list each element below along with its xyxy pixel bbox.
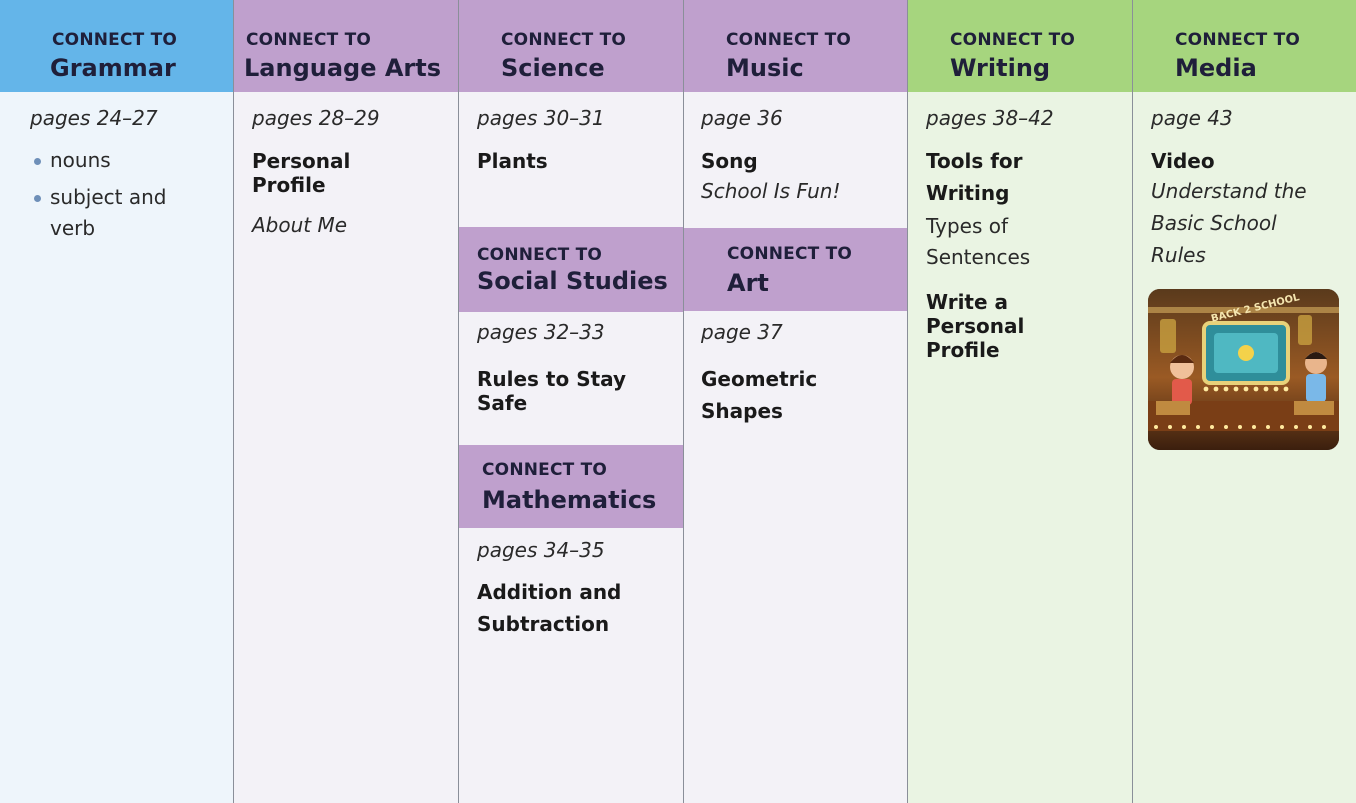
subject-title: Social Studies — [477, 267, 668, 295]
header-kicker: CONNECT TO — [482, 460, 608, 480]
subject-title: Mathematics — [482, 486, 657, 514]
header-kicker: CONNECT TO — [1175, 30, 1301, 50]
topic-title: Addition and Subtraction — [477, 580, 622, 636]
header-kicker: CONNECT TO — [246, 30, 372, 50]
column-divider — [1132, 0, 1133, 803]
header-kicker: CONNECT TO — [501, 30, 627, 50]
list-item: subject and — [32, 182, 166, 213]
column-divider — [233, 0, 234, 803]
topic-list: nouns subject and verb — [32, 145, 166, 250]
subject-title: Media — [1175, 54, 1257, 82]
video-thumbnail[interactable]: BACK 2 SCHOOL — [1148, 289, 1339, 450]
topic-title: Video — [1151, 149, 1215, 173]
topic-subtitle: School Is Fun! — [701, 179, 841, 203]
language-arts-column: CONNECT TO Language Arts pages 28–29 Per… — [234, 0, 459, 803]
topic-title: Geometric Shapes — [701, 367, 818, 423]
subject-title: Grammar — [50, 54, 176, 82]
topic-text: Types of Sentences — [926, 214, 1031, 269]
subject-title: Writing — [950, 54, 1051, 82]
header-kicker: CONNECT TO — [726, 30, 852, 50]
video-scene-image — [1148, 289, 1339, 450]
grammar-header: CONNECT TO Grammar — [0, 0, 234, 92]
page-range: pages 30–31 — [477, 106, 605, 130]
page-range: pages 28–29 — [252, 106, 380, 130]
topic-title: Write a Personal Profile — [926, 290, 1025, 362]
topic-title: Tools for Writing — [926, 149, 1023, 205]
topic-subtitle: About Me — [252, 213, 348, 237]
header-kicker: CONNECT TO — [477, 245, 603, 265]
writing-header: CONNECT TO Writing — [908, 0, 1133, 92]
language-arts-header: CONNECT TO Language Arts — [234, 0, 459, 92]
bullet-icon — [34, 158, 41, 165]
page-range: pages 24–27 — [30, 106, 158, 130]
art-header: CONNECT TO Art — [684, 228, 908, 311]
topic-title: Rules to Stay Safe — [477, 367, 627, 415]
page-range: page 37 — [701, 320, 783, 344]
grammar-column: CONNECT TO Grammar pages 24–27 nouns sub… — [0, 0, 234, 803]
page-range: page 43 — [1151, 106, 1233, 130]
topic-title: Personal Profile — [252, 149, 351, 197]
science-header: CONNECT TO Science — [459, 0, 684, 92]
social-studies-header: CONNECT TO Social Studies — [459, 227, 684, 312]
column-divider — [458, 0, 459, 803]
music-column: CONNECT TO Music page 36 Song School Is … — [684, 0, 908, 803]
subject-title: Music — [726, 54, 804, 82]
page-range: pages 32–33 — [477, 320, 605, 344]
list-item-continuation: verb — [50, 216, 96, 240]
writing-column: CONNECT TO Writing pages 38–42 Tools for… — [908, 0, 1133, 803]
science-column: CONNECT TO Science pages 30–31 Plants CO… — [459, 0, 684, 803]
media-header: CONNECT TO Media — [1133, 0, 1356, 92]
subject-title: Art — [727, 269, 769, 297]
page-range: page 36 — [701, 106, 783, 130]
topic-title: Song — [701, 149, 758, 173]
page-range: pages 34–35 — [477, 538, 605, 562]
subject-title: Science — [501, 54, 605, 82]
topic-title: Plants — [477, 149, 548, 173]
subject-title: Language Arts — [244, 54, 442, 82]
header-kicker: CONNECT TO — [727, 244, 853, 264]
list-item: nouns — [32, 145, 166, 176]
bullet-icon — [34, 195, 41, 202]
music-header: CONNECT TO Music — [684, 0, 908, 92]
column-divider — [683, 0, 684, 803]
topic-subtitle: Understand the Basic School Rules — [1151, 179, 1307, 267]
page-range: pages 38–42 — [926, 106, 1054, 130]
header-kicker: CONNECT TO — [950, 30, 1076, 50]
mathematics-header: CONNECT TO Mathematics — [459, 445, 684, 528]
column-divider — [907, 0, 908, 803]
header-kicker: CONNECT TO — [52, 30, 178, 50]
